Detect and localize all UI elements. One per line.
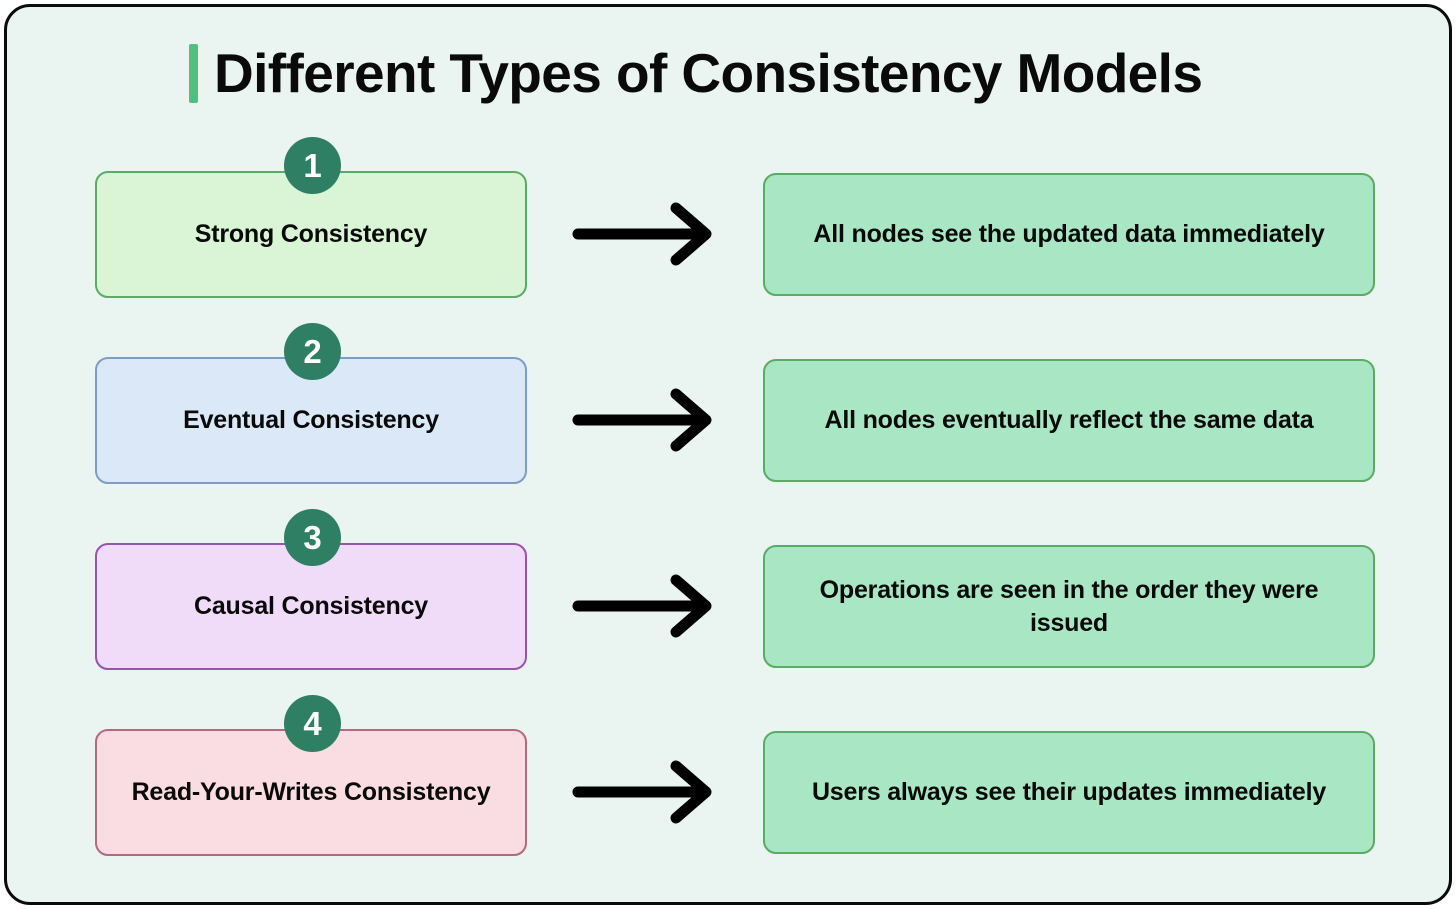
description-label: All nodes eventually reflect the same da…	[824, 406, 1314, 435]
step-number-badge-3: 3	[284, 509, 341, 566]
consistency-row-3: 3 Causal Consistency Operations are seen…	[7, 505, 1449, 691]
description-label: All nodes see the updated data immediate…	[813, 220, 1325, 249]
model-label: Strong Consistency	[194, 220, 428, 248]
step-number-badge-2: 2	[284, 323, 341, 380]
description-label: Users always see their updates immediate…	[811, 778, 1327, 807]
description-label: Operations are seen in the order they we…	[819, 576, 1319, 637]
description-box-4[interactable]: Users always see their updates immediate…	[763, 731, 1375, 854]
model-label: Causal Consistency	[194, 592, 428, 620]
description-box-2[interactable]: All nodes eventually reflect the same da…	[763, 359, 1375, 482]
title-accent-bar	[189, 43, 198, 103]
arrow-right-icon	[572, 387, 717, 453]
model-label: Eventual Consistency	[183, 406, 439, 434]
arrow-right-icon	[572, 201, 717, 267]
description-box-1[interactable]: All nodes see the updated data immediate…	[763, 173, 1375, 296]
model-label: Read-Your-Writes Consistency	[131, 778, 491, 806]
consistency-row-2: 2 Eventual Consistency All nodes eventua…	[7, 319, 1449, 505]
arrow-right-icon	[572, 573, 717, 639]
arrow-right-icon	[572, 759, 717, 825]
step-number-badge-1: 1	[284, 137, 341, 194]
step-number-badge-4: 4	[284, 695, 341, 752]
page-title: Different Types of Consistency Models	[214, 41, 1203, 104]
title-row: Different Types of Consistency Models	[189, 40, 1203, 106]
consistency-row-4: 4 Read-Your-Writes Consistency Users alw…	[7, 691, 1449, 877]
consistency-row-1: 1 Strong Consistency All nodes see the u…	[7, 133, 1449, 319]
infographic-frame: Different Types of Consistency Models 1 …	[4, 4, 1452, 905]
model-box-eventual-consistency[interactable]: Eventual Consistency	[95, 357, 527, 484]
description-box-3[interactable]: Operations are seen in the order they we…	[763, 545, 1375, 668]
